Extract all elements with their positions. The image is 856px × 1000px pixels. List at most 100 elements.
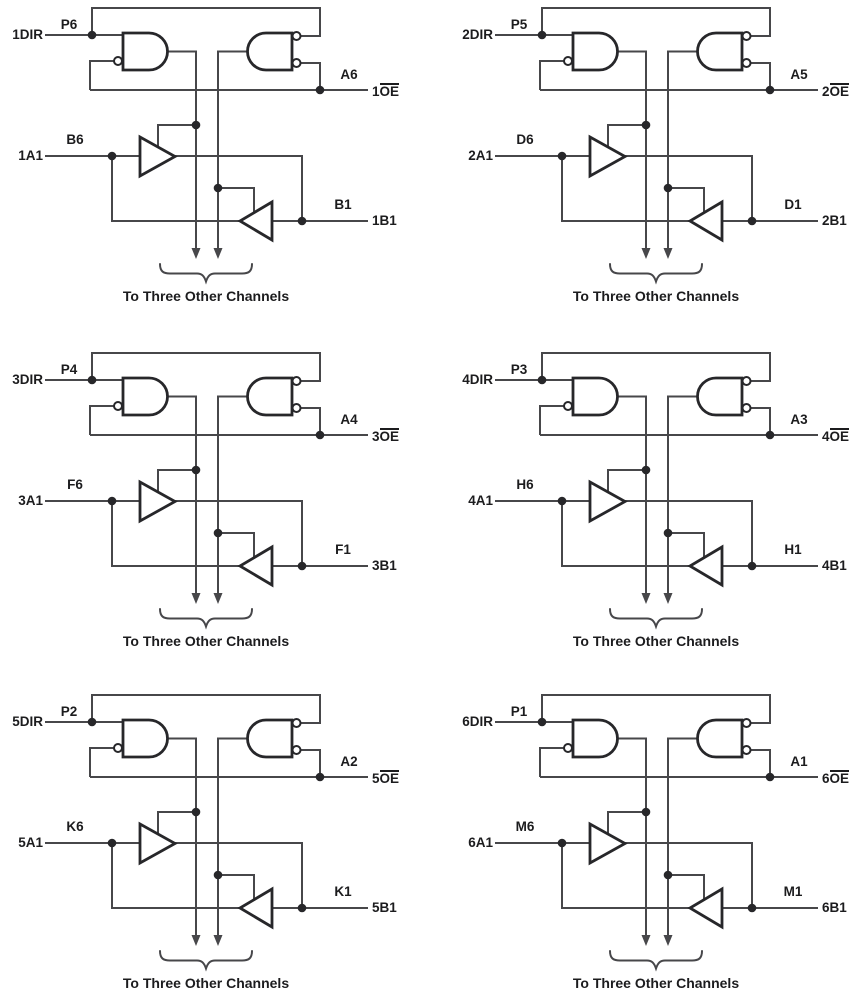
oe-label: 2OE: [822, 83, 850, 99]
inverter-bubble-icon: [741, 376, 752, 386]
oe-label-overline: OE: [829, 770, 850, 786]
oe-label-number: 2: [822, 84, 830, 99]
junction-dot: [315, 85, 325, 95]
forward-buffer: [588, 479, 628, 524]
and-gate-left: [121, 376, 169, 417]
left-gate-oe-input-wire: [539, 747, 564, 777]
forward-buffer: [138, 134, 178, 179]
inverter-bubble-icon: [563, 56, 573, 66]
oe-label-overline: OE: [379, 770, 400, 786]
oe-pin-label: A1: [790, 754, 808, 769]
junction-dot: [213, 870, 223, 880]
left-gate-oe-input-wire: [539, 60, 564, 90]
dir-pin-label: P4: [60, 362, 78, 377]
forward-buffer-output-wire: [175, 500, 303, 566]
left-gate-output-wire: [617, 737, 647, 936]
oe-label-overline: OE: [829, 428, 850, 444]
oe-label: 1OE: [372, 83, 400, 99]
b-pin-label: B1: [334, 197, 352, 212]
right-gate-oe-input-wire: [300, 62, 321, 90]
dir-label: 6DIR: [462, 714, 493, 729]
down-arrow-icon: [191, 593, 201, 604]
reverse-buffer: [687, 199, 724, 243]
underbrace-icon: [159, 263, 253, 285]
oe-pin-label: A6: [340, 67, 358, 82]
oe-pin-label: A5: [790, 67, 808, 82]
a-pin-label: F6: [67, 477, 83, 492]
forward-buffer-enable-wire: [607, 124, 646, 147]
channel-6: 6DIR P1 A1 6OE 6A1 M6 M1 6B1 To Three Ot…: [450, 687, 856, 1000]
dir-top-rail-wire: [91, 7, 321, 37]
oe-label: 5OE: [372, 770, 400, 786]
down-arrow-icon: [641, 248, 651, 259]
dir-top-rail-wire: [541, 352, 771, 382]
b-pin-label: H1: [784, 542, 802, 557]
forward-buffer: [588, 134, 628, 179]
oe-label: 4OE: [822, 428, 850, 444]
down-arrow-icon: [641, 935, 651, 946]
and-gate-right: [246, 31, 294, 72]
junction-dot: [557, 151, 567, 161]
junction-dot: [107, 838, 117, 848]
a-port-label: 3A1: [18, 493, 43, 508]
dir-label: 4DIR: [462, 372, 493, 387]
reverse-buffer-enable-wire: [218, 874, 255, 900]
oe-pin-label: A3: [790, 412, 808, 427]
dir-pin-label: P1: [510, 704, 528, 719]
left-gate-oe-input-wire: [89, 60, 114, 90]
reverse-buffer-output-wire: [111, 156, 240, 222]
underbrace-icon: [159, 608, 253, 630]
and-gate-right: [246, 718, 294, 759]
junction-dot: [191, 120, 201, 130]
forward-buffer-enable-wire: [157, 124, 196, 147]
junction-dot: [765, 772, 775, 782]
channel-1: 1DIR P6 A6 1OE 1A1 B6 B1 1B1 To Three Ot…: [0, 0, 406, 313]
oe-label-number: 5: [372, 771, 380, 786]
b-port-label: 6B1: [822, 900, 847, 915]
channel-2: 2DIR P5 A5 2OE 2A1 D6 D1 2B1 To Three Ot…: [450, 0, 856, 313]
reverse-buffer-output-wire: [561, 843, 690, 909]
and-gate-right: [696, 376, 744, 417]
oe-label-number: 1: [372, 84, 380, 99]
junction-dot: [191, 465, 201, 475]
oe-label-number: 6: [822, 771, 830, 786]
left-gate-output-wire: [167, 50, 197, 249]
underbrace-icon: [159, 950, 253, 972]
inverter-bubble-icon: [741, 745, 752, 755]
dir-pin-label: P6: [60, 17, 78, 32]
b-pin-label: D1: [784, 197, 802, 212]
b-port-label: 2B1: [822, 213, 847, 228]
oe-pin-label: A2: [340, 754, 358, 769]
dir-label: 1DIR: [12, 27, 43, 42]
reverse-buffer-enable-wire: [668, 187, 705, 213]
b-pin-label: F1: [335, 542, 351, 557]
and-gate-right: [246, 376, 294, 417]
oe-label: 3OE: [372, 428, 400, 444]
reverse-buffer-enable-wire: [218, 187, 255, 213]
inverter-bubble-icon: [291, 31, 302, 41]
forward-buffer-output-wire: [625, 155, 753, 221]
reverse-buffer: [687, 886, 724, 930]
channel-5: 5DIR P2 A2 5OE 5A1 K6 K1 5B1 To Three Ot…: [0, 687, 406, 1000]
and-gate-left: [121, 31, 169, 72]
reverse-buffer-enable-wire: [218, 532, 255, 558]
and-gate-right: [696, 31, 744, 72]
junction-dot: [747, 561, 757, 571]
forward-buffer-enable-wire: [157, 811, 196, 834]
junction-dot: [87, 375, 97, 385]
right-gate-output-wire: [667, 395, 698, 594]
forward-buffer: [138, 479, 178, 524]
junction-dot: [765, 430, 775, 440]
to-other-channels-caption: To Three Other Channels: [122, 975, 290, 991]
inverter-bubble-icon: [741, 58, 752, 68]
inverter-bubble-icon: [291, 745, 302, 755]
channel-3: 3DIR P4 A4 3OE 3A1 F6 F1 3B1 To Three Ot…: [0, 345, 406, 658]
right-gate-output-wire: [667, 50, 698, 249]
a-pin-label: H6: [516, 477, 534, 492]
to-other-channels-caption: To Three Other Channels: [122, 288, 290, 304]
junction-dot: [87, 717, 97, 727]
a-port-label: 1A1: [18, 148, 43, 163]
dir-label: 2DIR: [462, 27, 493, 42]
inverter-bubble-icon: [113, 56, 123, 66]
left-gate-oe-input-wire: [89, 747, 114, 777]
